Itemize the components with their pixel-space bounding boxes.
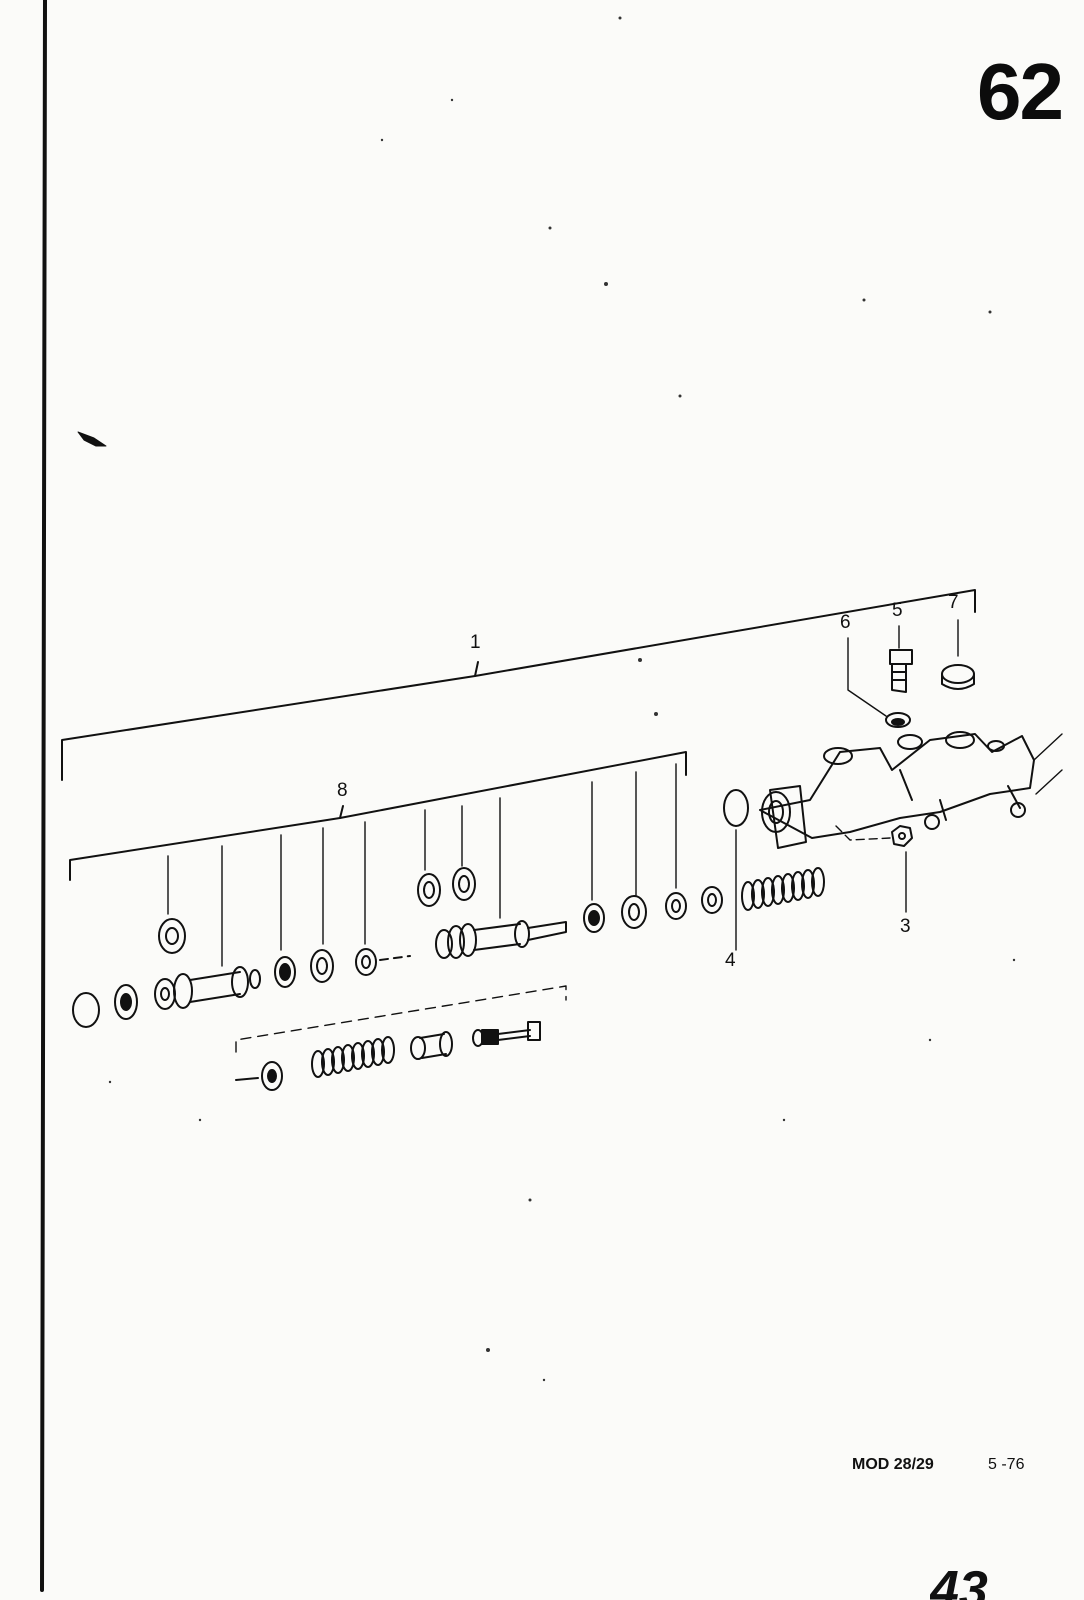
stop-bolt: [472, 1021, 541, 1047]
lower-cup: [261, 1061, 283, 1091]
primary-piston: [154, 966, 261, 1010]
callout-5: 5: [892, 600, 903, 621]
cup-2: [452, 867, 476, 901]
spring-seat: [701, 886, 723, 914]
paper-specks: [108, 16, 1016, 1382]
seal-ring: [114, 984, 138, 1020]
spacer: [310, 949, 334, 983]
issue-date: 5 -76: [988, 1456, 1025, 1473]
nut-leader: [835, 825, 891, 841]
cap: [941, 664, 975, 690]
seal-5: [665, 892, 687, 920]
bracket-8-tick: [339, 805, 344, 819]
cup-1: [417, 873, 441, 907]
secondary-piston: [435, 920, 567, 959]
nut: [891, 825, 913, 847]
repair-kit-parts: [72, 867, 825, 1028]
model-code: MOD 28/29: [852, 1456, 934, 1473]
callout-8: 8: [337, 780, 348, 801]
stop-screw: [889, 649, 913, 693]
cup-seal: [158, 918, 186, 954]
seal-washer: [885, 712, 911, 728]
bracket-1-tick: [474, 661, 479, 677]
o-ring: [723, 789, 749, 827]
lower-group-bracket: [235, 985, 567, 1053]
callout-3: 3: [900, 916, 911, 937]
page-number: 62: [977, 47, 1064, 136]
master-cylinder-body: [759, 731, 1063, 849]
callout-7: 7: [948, 592, 959, 613]
kit-leader-lines: [167, 763, 677, 967]
seal-4: [621, 895, 647, 929]
spring-1: [741, 867, 825, 911]
lower-group-parts: [235, 1021, 541, 1091]
callout-1: 1: [470, 632, 481, 653]
bracket-1: [61, 589, 976, 781]
guide-sleeve: [410, 1031, 453, 1060]
bracket-8: [69, 751, 687, 881]
seal-3: [583, 903, 605, 933]
binding-edge: [40, 0, 47, 1592]
sheet-mark: 43: [930, 1561, 988, 1600]
ink-smudge: [77, 431, 107, 447]
callout-6: 6: [840, 612, 851, 633]
end-cap: [72, 992, 100, 1028]
callout-4: 4: [725, 950, 736, 971]
stop-sleeve: [355, 948, 377, 976]
washer: [274, 956, 296, 988]
spring-2: [311, 1036, 395, 1078]
